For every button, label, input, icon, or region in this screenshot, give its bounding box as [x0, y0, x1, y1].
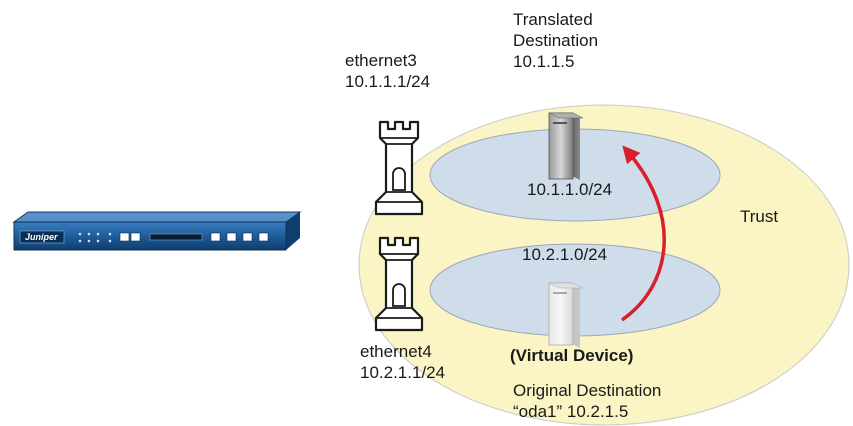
ethernet4-label: ethernet4 10.2.1.1/24: [360, 342, 445, 382]
virtual-server-icon: [548, 282, 584, 348]
juniper-device: Juniper: [12, 211, 302, 251]
translation-arrow: [620, 145, 666, 322]
server-icon: [548, 112, 584, 180]
subnet-bottom-label: 10.2.1.0/24: [522, 245, 607, 264]
original-destination-label: Original Destination “oda1” 10.2.1.5: [513, 381, 666, 421]
device-status-leds: [78, 232, 112, 243]
device-brand-label: Juniper: [25, 232, 58, 242]
ethernet3-tower-icon: [374, 120, 424, 216]
translated-destination-label: Translated Destination 10.1.1.5: [513, 10, 603, 71]
device-ports: [119, 232, 269, 242]
zone-label: Trust: [740, 207, 778, 226]
ethernet3-label: ethernet3 10.1.1.1/24: [345, 51, 430, 91]
ethernet4-tower-icon: [374, 236, 424, 332]
subnet-top-label: 10.1.1.0/24: [527, 180, 612, 199]
virtual-device-label: (Virtual Device): [510, 346, 633, 365]
device-display-slot: [149, 233, 203, 241]
